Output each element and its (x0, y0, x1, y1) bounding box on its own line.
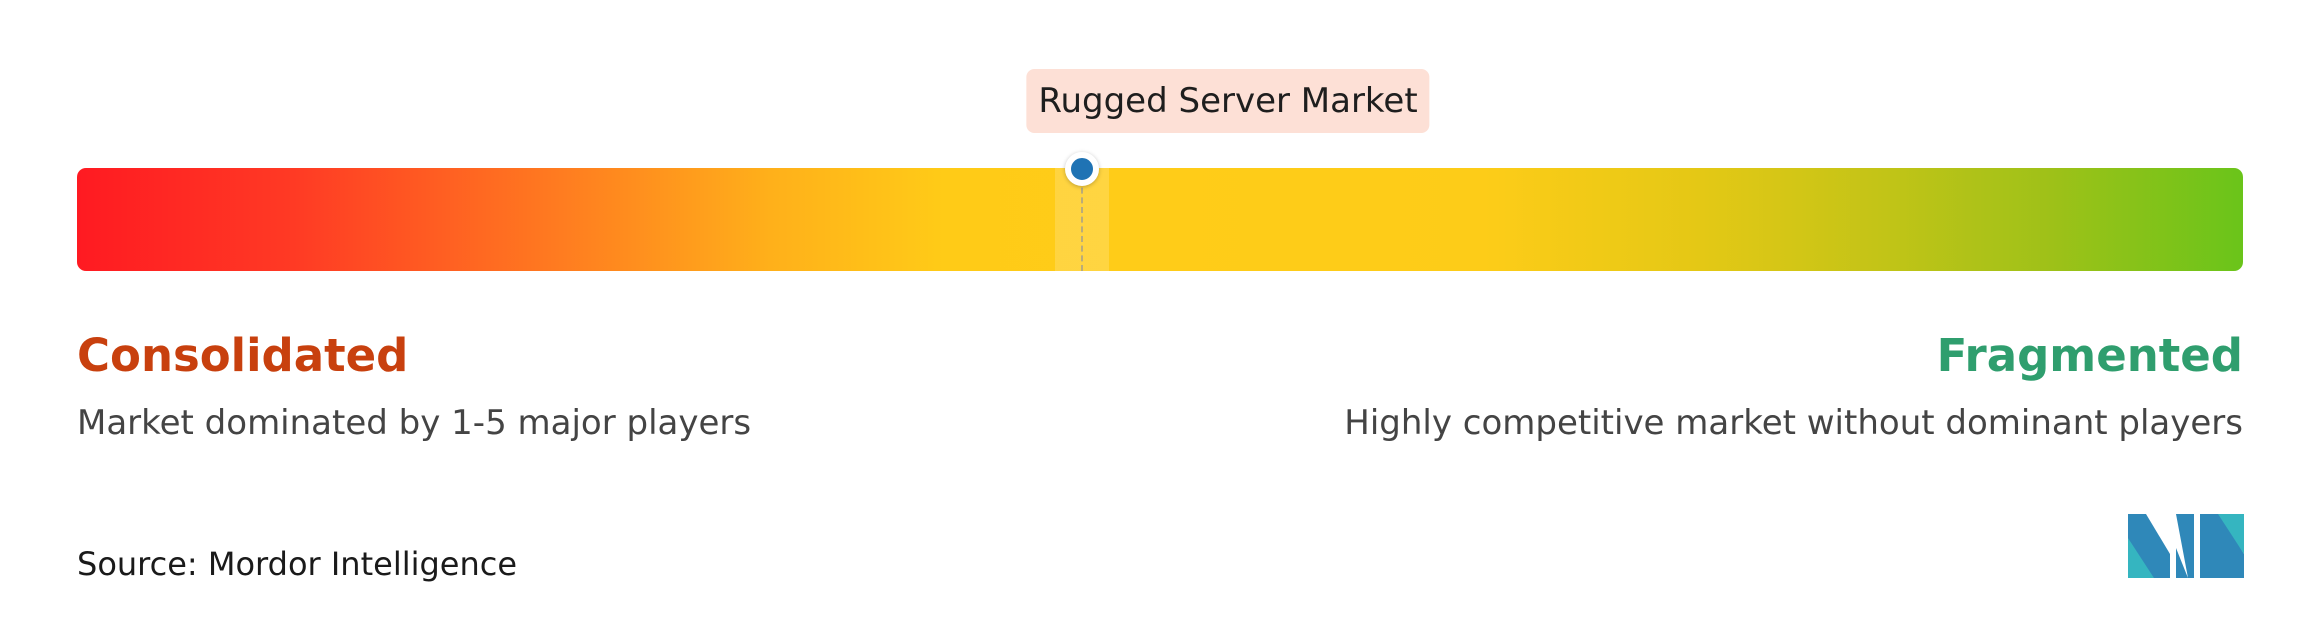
market-label-callout: Rugged Server Market (1026, 69, 1430, 133)
consolidated-description: Market dominated by 1-5 major players (77, 403, 752, 443)
fragmented-heading: Fragmented (1936, 329, 2243, 382)
source-text: Source: Mordor Intelligence (77, 545, 518, 583)
fragmented-description: Highly competitive market without domina… (1344, 403, 2243, 443)
market-label-text: Rugged Server Market (1038, 81, 1418, 121)
marker-dashed-line (1081, 178, 1084, 271)
mordor-intelligence-logo-icon (2128, 514, 2244, 578)
market-concentration-gradient-bar (77, 168, 2243, 271)
consolidated-heading: Consolidated (77, 329, 409, 382)
market-position-marker (1065, 152, 1100, 186)
